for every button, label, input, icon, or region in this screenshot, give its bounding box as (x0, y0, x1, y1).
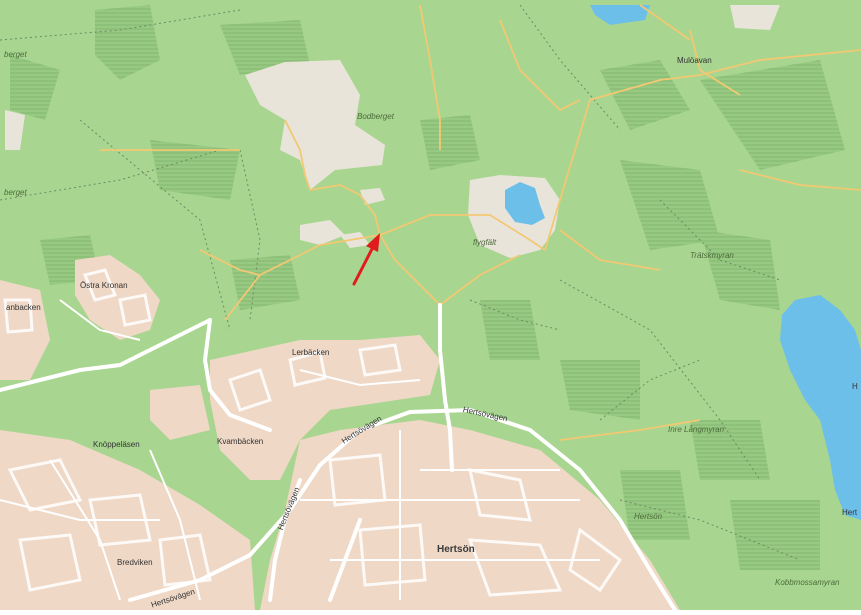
label-lerbacken: Lerbäcken (292, 348, 330, 357)
location-arrow-icon (352, 233, 380, 286)
label-knoppelasen: Knöppeläsen (93, 440, 140, 449)
label-kobbmossamyran: Kobbmossamyran (775, 578, 840, 587)
label-edge-h: H (852, 382, 858, 391)
label-hertson: Hertsön (634, 512, 663, 521)
label-berget-left: berget (4, 188, 27, 197)
label-bredviken: Bredviken (117, 558, 153, 567)
label-kvambacken: Kvambäcken (217, 437, 264, 446)
label-anbacken: anbacken (6, 303, 41, 312)
label-hertson-district: Hertsön (437, 544, 475, 555)
label-ostra-kronan: Östra Kronan (80, 281, 128, 290)
residential-streets (0, 299, 600, 601)
trails (0, 4, 801, 561)
minor-roads (100, 4, 861, 441)
building-blocks (3, 268, 623, 597)
label-inre-langmyran: Inre Långmyran (668, 425, 725, 434)
label-muloavan: Mulöavan (677, 56, 712, 65)
label-berget-top: berget (4, 50, 27, 59)
label-edge-hert: Hert (842, 508, 858, 517)
label-tratskmyran: Trätskmyran (690, 251, 734, 260)
label-flygfalt: flygfält (473, 238, 497, 247)
water-bodies (505, 5, 861, 520)
marsh-patches (10, 5, 845, 570)
label-bodberget: Bodberget (357, 112, 394, 121)
